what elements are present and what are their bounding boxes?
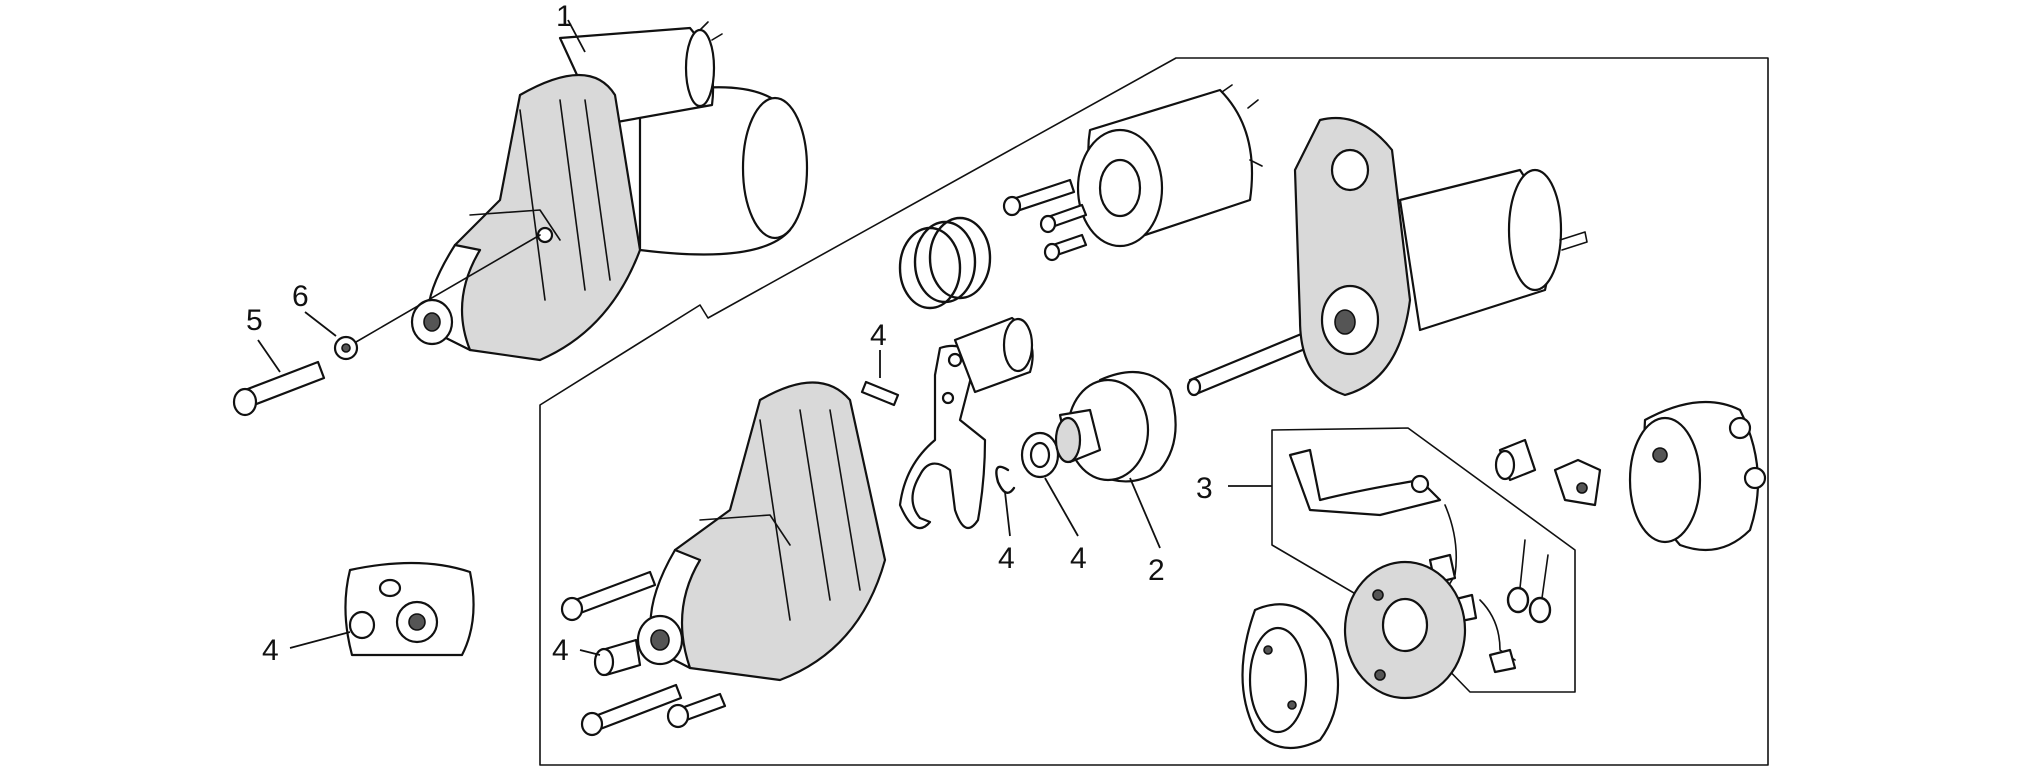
callout-4-pin: 4	[870, 319, 887, 352]
leader-1	[567, 19, 586, 53]
leader-5	[257, 339, 281, 373]
intermediate-bearing-plate	[1293, 116, 1412, 397]
drive-end-housing	[636, 381, 887, 682]
starter-motor-assembly	[410, 21, 809, 362]
pinion-drive	[1054, 370, 1177, 483]
callout-3: 3	[1196, 472, 1213, 505]
callout-1: 1	[556, 0, 573, 33]
brush-holder-plate	[1343, 560, 1467, 700]
callout-4-clip: 4	[998, 542, 1015, 575]
solenoid-switch	[1076, 84, 1263, 248]
housing-bush-plate	[344, 561, 475, 657]
thrust-ring	[1020, 431, 1060, 479]
leader-6	[304, 311, 337, 337]
exploded-view-frame	[539, 57, 1769, 766]
callout-4-housing: 4	[262, 634, 279, 667]
end-cap-band	[1628, 400, 1760, 552]
leader-4-housing	[289, 631, 351, 649]
mounting-bolt	[232, 360, 326, 417]
commutator-end-cover	[1241, 603, 1340, 750]
engagement-lever	[898, 344, 987, 530]
motor-yoke	[1398, 168, 1588, 332]
circlip	[995, 465, 1016, 494]
leader-4-clip	[1004, 491, 1011, 537]
return-spring	[898, 216, 992, 310]
end-cap-nuts	[1728, 416, 1767, 490]
solenoid-plunger	[953, 316, 1034, 394]
brush-clip	[1553, 458, 1602, 507]
bolt-alignment-line	[355, 234, 541, 343]
brush-springs	[1506, 539, 1552, 624]
callout-5: 5	[246, 304, 263, 337]
housing-bolts	[560, 570, 727, 737]
leader-4-bushing	[579, 649, 601, 656]
lever-pin	[860, 380, 900, 407]
callout-4-ring: 4	[1070, 542, 1087, 575]
callout-4-bushing: 4	[552, 634, 569, 667]
callout-6: 6	[292, 280, 309, 313]
washer	[333, 335, 359, 361]
brush-sleeve	[1494, 438, 1537, 482]
brush-holder-frame	[1271, 427, 1576, 693]
brush-bracket	[1288, 448, 1442, 517]
callout-2: 2	[1148, 554, 1165, 587]
leader-4-ring	[1044, 477, 1079, 537]
leader-2	[1129, 477, 1161, 549]
solenoid-screws	[1002, 178, 1088, 262]
housing-bushing	[593, 638, 642, 677]
